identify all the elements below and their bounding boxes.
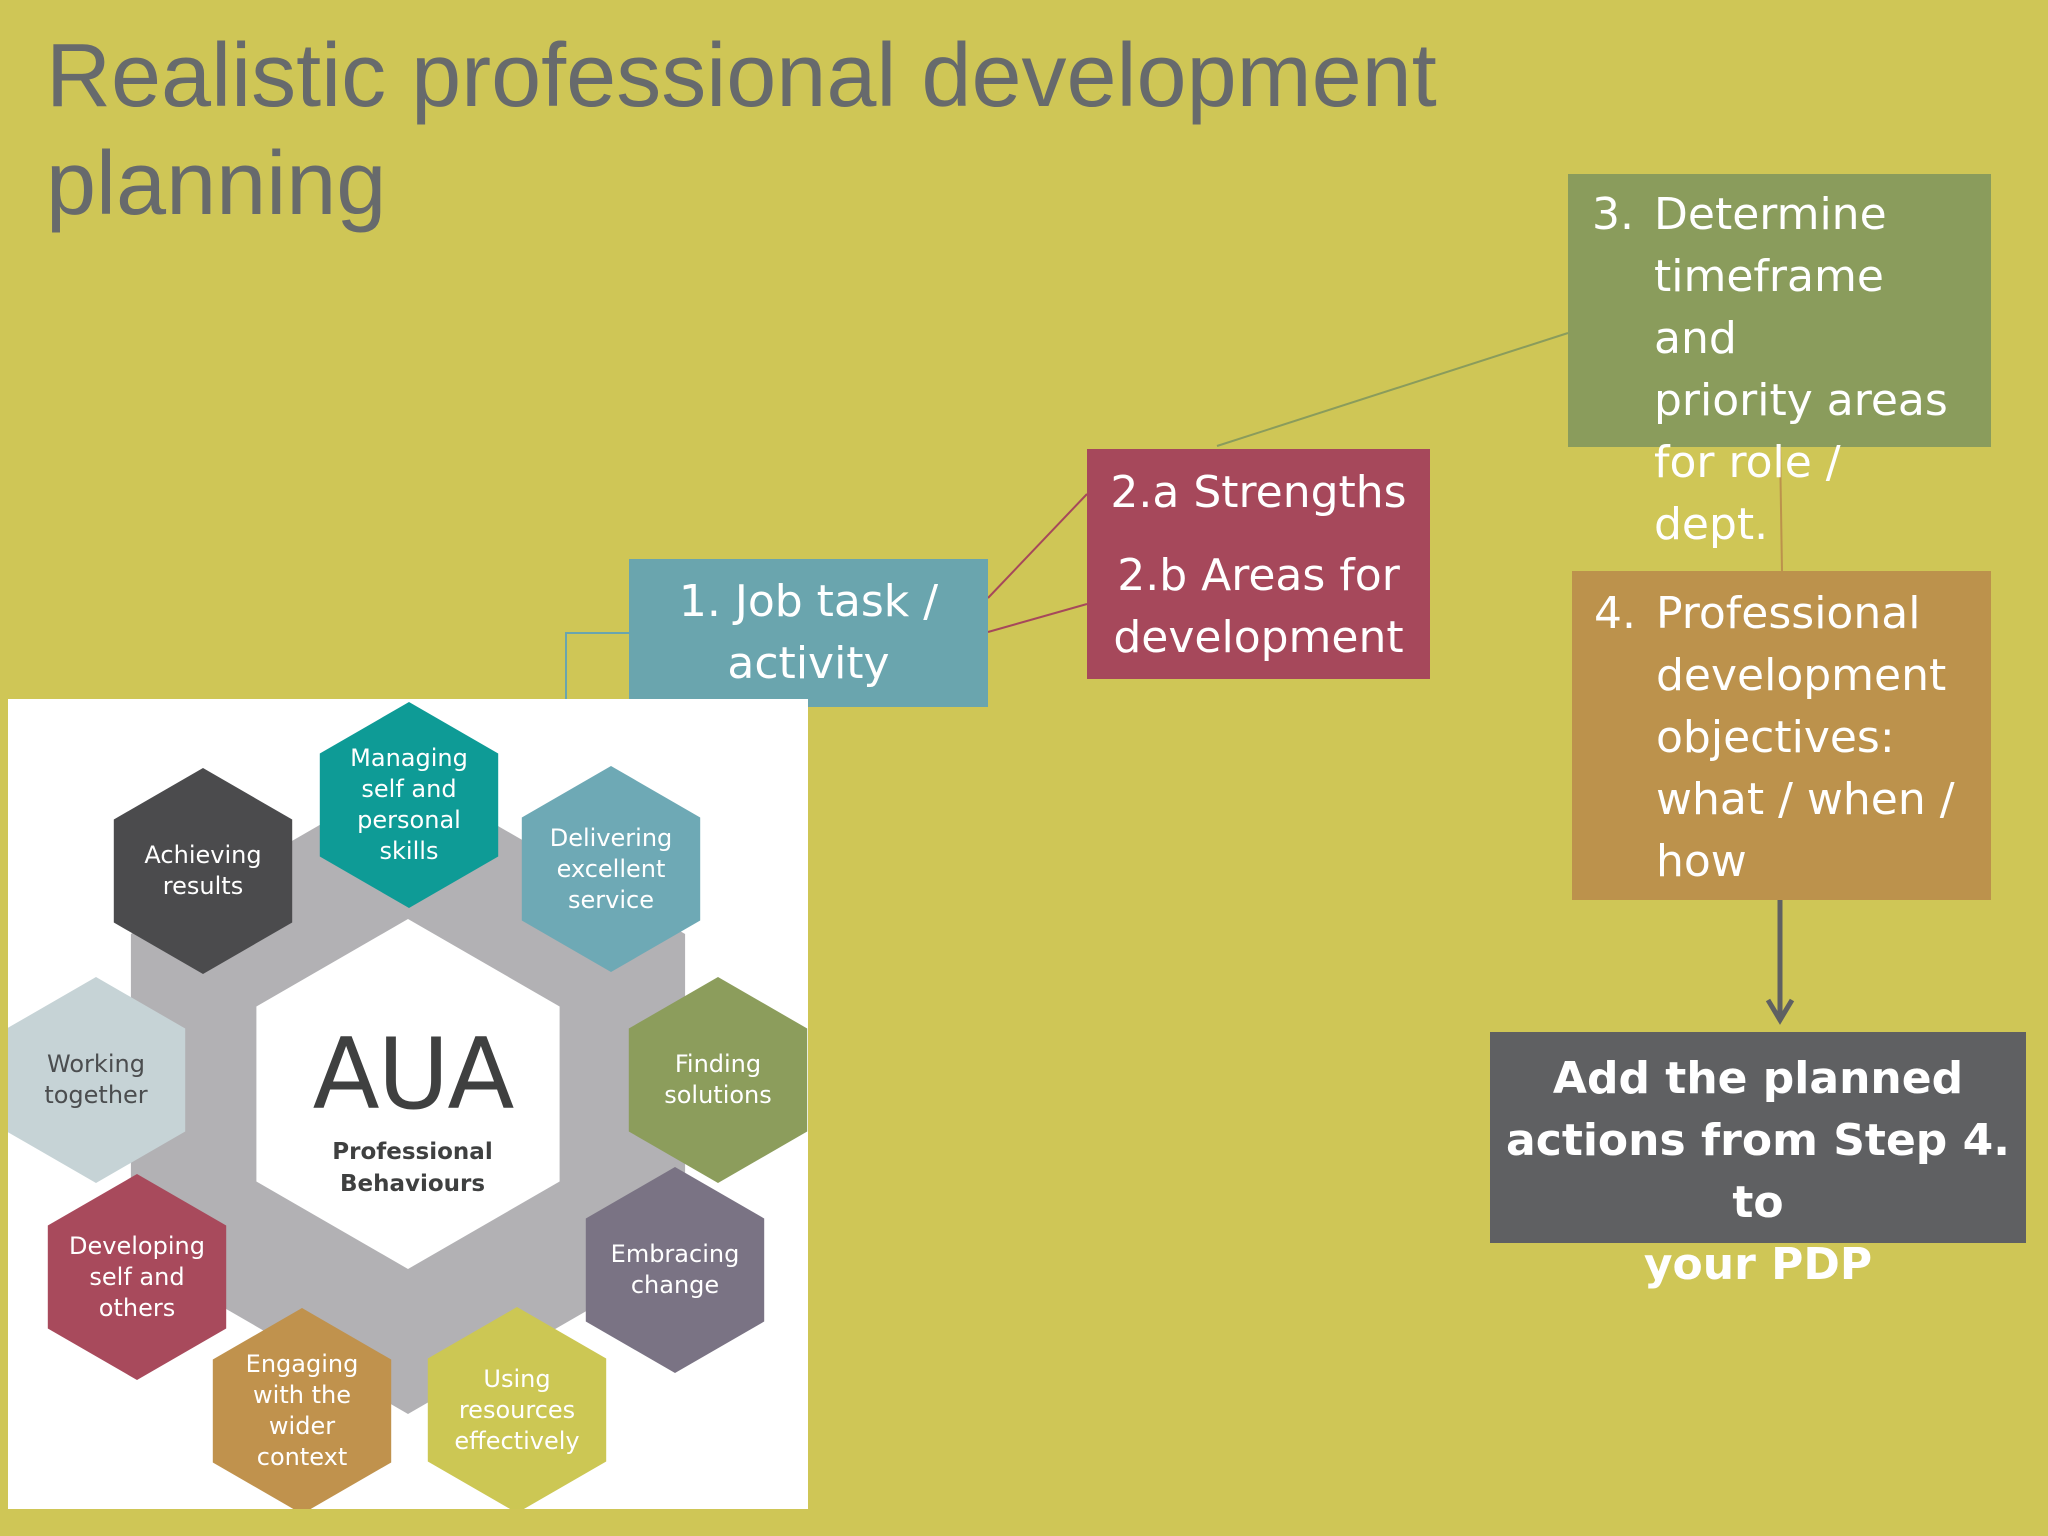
slide-title-line-2: planning xyxy=(46,134,387,234)
step-4-text: Professional development objectives: wha… xyxy=(1656,583,1966,893)
behaviour-hexagon-5 xyxy=(427,1307,607,1509)
behaviour-hexagon-7 xyxy=(47,1174,227,1380)
behaviour-label-8-line-2: together xyxy=(44,1081,148,1109)
behaviour-label-3-line-2: solutions xyxy=(664,1081,772,1109)
behaviour-label-6-line-3: wider xyxy=(268,1412,336,1440)
step-2-strengths-areas-box: 2.a Strengths 2.b Areas for development xyxy=(1087,449,1430,679)
step-4-objectives-box: 4. Professional development objectives: … xyxy=(1572,571,1991,900)
behaviour-label-2-line-3: service xyxy=(568,885,654,914)
step-3-timeframe-box: 3. Determine timeframe and priority area… xyxy=(1568,174,1991,550)
step-4-line-3: objectives: xyxy=(1656,712,1895,763)
behaviour-label-4-line-2: change xyxy=(630,1271,720,1299)
step-3-line-3: priority areas xyxy=(1654,375,1948,426)
step-1-job-task-box: 1. Job task / activity xyxy=(629,559,988,707)
behaviour-label-5-line-2: resources xyxy=(458,1395,576,1424)
behaviour-label-1-line-3: personal xyxy=(357,806,461,834)
behaviour-label-7-line-2: self and xyxy=(89,1262,185,1291)
behaviour-label-8-line-1: Working xyxy=(47,1050,145,1078)
behaviour-label-1-line-4: skills xyxy=(379,837,439,865)
behaviour-label-7-line-1: Developing xyxy=(69,1231,205,1260)
final-line-2: actions from Step 4. to xyxy=(1506,1115,2010,1228)
connector-step2-to-step3 xyxy=(1216,332,1569,447)
step-3-line-1: Determine xyxy=(1654,189,1887,240)
step-3-line-4: for role / dept. xyxy=(1654,437,1841,550)
wheel-center-hexagon xyxy=(256,919,560,1269)
behaviour-label-1: Managing self and personal skills xyxy=(324,743,494,867)
step-2b-areas-label: 2.b Areas for xyxy=(1117,550,1400,601)
behaviour-label-7-line-3: others xyxy=(98,1293,176,1322)
aua-logo-text: AUA xyxy=(312,1018,515,1132)
step-3-number: 3. xyxy=(1592,189,1634,240)
behaviour-label-4-line-1: Embracing xyxy=(610,1240,740,1268)
aua-logo: AUA Professional Behaviours xyxy=(275,1020,550,1200)
step-2b-areas-label-cont: development xyxy=(1113,612,1404,663)
slide-title-line-1: Realistic professional development xyxy=(46,26,1437,126)
behaviour-label-5-line-3: effectively xyxy=(454,1426,580,1455)
step-3-line-2: timeframe and xyxy=(1654,251,1884,364)
step-4-number: 4. xyxy=(1594,588,1636,639)
behaviour-label-2-line-1: Delivering xyxy=(549,823,673,852)
behaviour-label-4: Embracing change xyxy=(590,1239,760,1301)
behaviour-hexagon-4 xyxy=(585,1167,765,1373)
behaviour-label-9-line-1: Achieving xyxy=(144,841,262,869)
behaviour-hexagon-1 xyxy=(319,702,499,908)
step-1-line-2: activity xyxy=(727,638,890,689)
arrow-step4-to-final-head xyxy=(1765,998,1795,1025)
professional-behaviours-wheel: Managing self and personal skills Delivering… xyxy=(8,699,808,1509)
slide-title: Realistic professional development plann… xyxy=(46,22,1546,238)
behaviour-hexagon-2 xyxy=(521,766,701,972)
behaviour-label-3: Finding solutions xyxy=(633,1049,803,1111)
connector-step3-to-step4 xyxy=(1779,446,1783,572)
behaviour-label-6-line-1: Engaging xyxy=(245,1350,359,1378)
behaviour-label-6: Engaging with the wider context xyxy=(217,1349,387,1473)
connector-step1-to-strengths xyxy=(987,493,1088,599)
step-4-line-4: what / when / xyxy=(1656,774,1955,825)
behaviour-label-5-line-1: Using xyxy=(483,1364,551,1393)
behaviour-label-1-line-2: self and xyxy=(361,775,457,803)
behaviour-hexagon-9 xyxy=(113,768,293,974)
behaviour-label-9: Achieving results xyxy=(118,840,288,902)
behaviour-label-2-line-2: excellent xyxy=(556,854,666,883)
step-2a-strengths-label: 2.a Strengths xyxy=(1110,467,1407,518)
aua-logo-subtitle-line-2: Behaviours xyxy=(339,1171,486,1197)
behaviour-label-3-line-1: Finding xyxy=(674,1050,762,1078)
behaviour-hexagon-3 xyxy=(628,977,808,1183)
step-4-line-5: how xyxy=(1656,836,1747,887)
step-4-line-2: development xyxy=(1656,650,1947,701)
step-3-text: Determine timeframe and priority areas f… xyxy=(1654,184,1964,556)
aua-logo-subtitle: Professional Behaviours xyxy=(275,1136,550,1200)
final-add-to-pdp-box: Add the planned actions from Step 4. to … xyxy=(1490,1032,2026,1290)
final-line-3: your PDP xyxy=(1643,1239,1873,1290)
behaviours-wheel-graphic xyxy=(8,702,808,1509)
connector-step1-to-areas xyxy=(987,603,1088,633)
behaviour-label-6-line-4: context xyxy=(256,1443,348,1471)
step-4-line-1: Professional xyxy=(1656,588,1921,639)
behaviour-label-9-line-2: results xyxy=(162,872,244,900)
behaviour-hexagon-6 xyxy=(212,1308,392,1509)
behaviour-label-6-line-2: with the xyxy=(253,1381,351,1409)
aua-logo-subtitle-line-1: Professional xyxy=(332,1139,493,1165)
final-line-1: Add the planned xyxy=(1552,1053,1964,1104)
step-1-line-1: 1. Job task / xyxy=(678,576,939,627)
behaviour-label-1-line-1: Managing xyxy=(350,744,468,772)
behaviour-label-8: Working together xyxy=(11,1049,181,1111)
behaviour-hexagon-8 xyxy=(8,977,186,1183)
